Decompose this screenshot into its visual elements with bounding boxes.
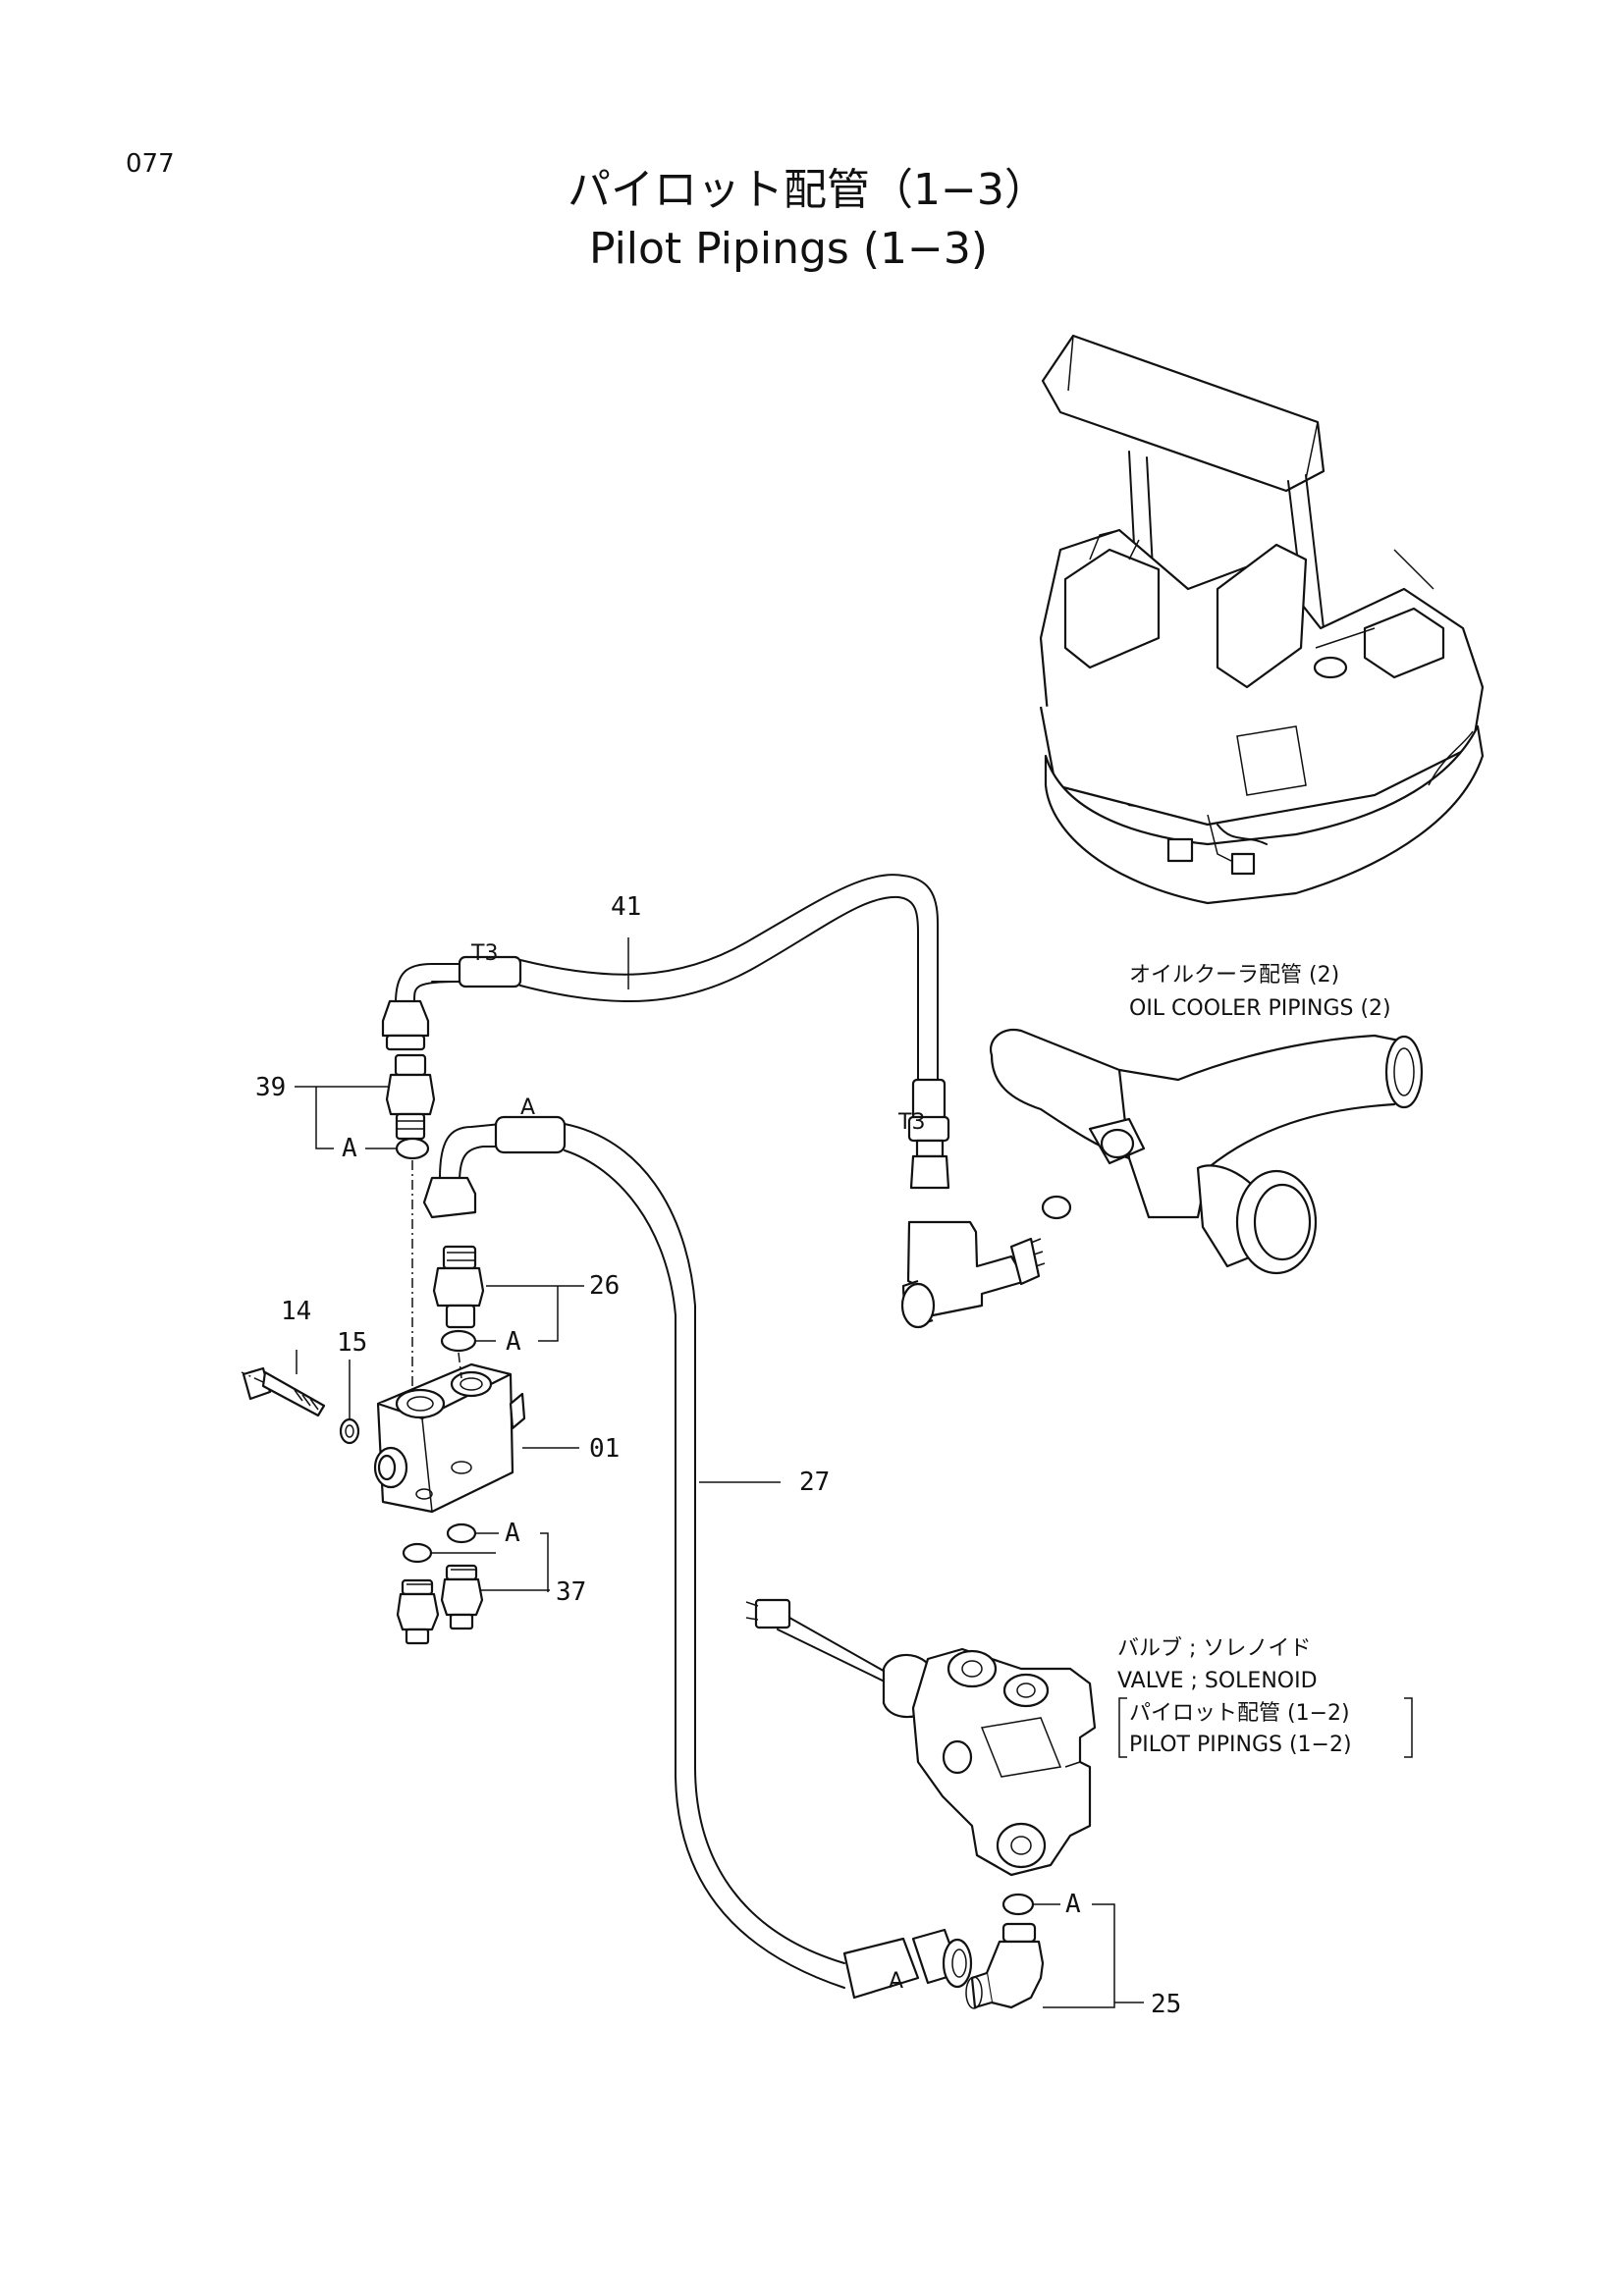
callout-25: 25: [1151, 1990, 1181, 2019]
mark-a-hose: A: [520, 1095, 535, 1120]
oil-cooler-pipe: [989, 1028, 1424, 1275]
pipe-41: [381, 874, 950, 1190]
ref-oil-cooler-jp: オイルクーラ配管 (2): [1129, 963, 1339, 988]
solenoid-valve: [745, 1598, 1097, 1877]
hose-27: [422, 1115, 973, 2000]
page-number: 077: [126, 149, 175, 179]
ref-pilot-jp: パイロット配管 (1−2): [1129, 1701, 1350, 1726]
bolt-14: [242, 1366, 326, 1417]
mark-t3-top: T3: [470, 941, 498, 966]
mark-a-37: A: [505, 1519, 520, 1548]
centerlines: [241, 1160, 462, 1394]
mark-a-bottom: A: [889, 1969, 903, 1994]
mark-a-25: A: [1065, 1890, 1081, 1919]
callout-26: 26: [589, 1271, 620, 1301]
callout-41: 41: [611, 892, 641, 922]
mark-a-39: A: [342, 1134, 357, 1163]
mark-t3-right: T3: [897, 1110, 925, 1135]
excavator-illustration: [1039, 334, 1485, 905]
callout-14: 14: [281, 1297, 311, 1326]
ref-oil-cooler-en: OIL COOLER PIPINGS (2): [1129, 996, 1391, 1021]
adapter-26: [432, 1245, 485, 1353]
title-japanese: パイロット配管（1−3）: [568, 165, 1048, 215]
elbow-25: [965, 1893, 1045, 2009]
tee-fitting: [900, 1220, 1046, 1329]
ref-valve-jp: バルブ ; ソレノイド: [1117, 1636, 1311, 1661]
leader-lines: [295, 937, 1413, 2008]
block-01: [373, 1362, 526, 1514]
callout-39: 39: [255, 1073, 286, 1102]
adapter-37: [396, 1522, 484, 1645]
ref-valve-en: VALVE ; SOLENOID: [1117, 1669, 1318, 1693]
adapter-39: [385, 1053, 436, 1160]
ref-pilot-en: PILOT PIPINGS (1−2): [1129, 1733, 1352, 1757]
title-english: Pilot Pipings (1−3): [589, 224, 988, 274]
callout-15: 15: [337, 1328, 367, 1358]
callout-27: 27: [799, 1468, 830, 1497]
callout-37: 37: [556, 1577, 586, 1607]
mark-a-26: A: [506, 1327, 521, 1357]
callout-01: 01: [589, 1434, 620, 1464]
washer-15: [339, 1417, 360, 1445]
